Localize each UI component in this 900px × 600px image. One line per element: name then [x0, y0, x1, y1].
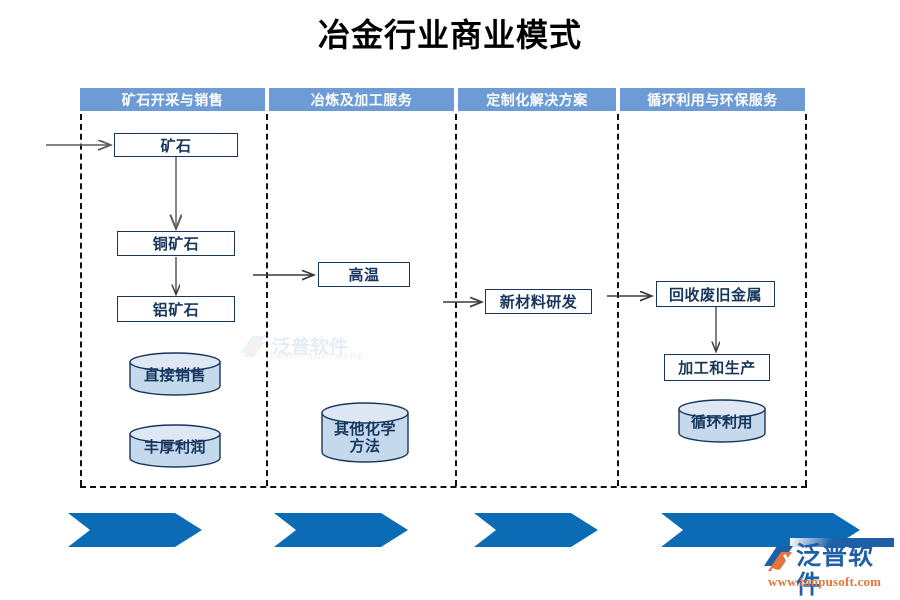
logo-swoosh-icon [764, 546, 793, 573]
node-new-material-rd[interactable]: 新材料研发 [485, 289, 592, 314]
node-other-chemical[interactable]: 其他化学方法 [320, 402, 410, 464]
center-watermark: 泛普软件 FANPU SOFTWARE [238, 326, 408, 368]
lane-header-3: 定制化解决方案 [458, 88, 616, 111]
lane-divider-right [805, 114, 807, 486]
watermark-subtext: FANPU SOFTWARE [270, 352, 365, 361]
node-aluminum-ore[interactable]: 铝矿石 [117, 296, 235, 322]
lane-divider-left [80, 114, 82, 486]
logo-name: 泛普软件 [796, 543, 875, 599]
chevron-3[interactable] [474, 513, 598, 547]
node-ore[interactable]: 矿石 [114, 133, 238, 157]
node-direct-sales[interactable]: 直接销售 [128, 352, 222, 396]
node-direct-sales-label: 直接销售 [143, 367, 206, 384]
logo-topbar-decoration [790, 538, 894, 547]
chevron-2[interactable] [274, 513, 408, 547]
lane-divider-1-2 [266, 114, 268, 486]
lane-header-2: 冶炼及加工服务 [269, 88, 454, 111]
lane-header-1: 矿石开采与销售 [80, 88, 265, 111]
brand-logo: 泛普软件 www.fanpusoft.com [762, 543, 894, 599]
lane-header-4: 循环利用与环保服务 [620, 88, 805, 111]
logo-url: www.fanpusoft.com [768, 574, 882, 589]
node-rich-profit-label: 丰厚利润 [143, 439, 206, 456]
watermark-swoosh-icon [240, 336, 266, 357]
node-recycling-reuse[interactable]: 循环利用 [677, 399, 767, 443]
node-high-temperature[interactable]: 高温 [318, 262, 410, 287]
lane-divider-3-4 [617, 114, 619, 486]
page-title: 冶金行业商业模式 [317, 17, 582, 53]
lane-divider-bottom [80, 486, 807, 488]
node-recycle-scrap-metal[interactable]: 回收废旧金属 [656, 281, 775, 307]
node-rich-profit[interactable]: 丰厚利润 [128, 424, 222, 468]
node-processing-production[interactable]: 加工和生产 [664, 354, 770, 381]
node-recycling-reuse-label: 循环利用 [690, 414, 753, 431]
node-copper-ore[interactable]: 铜矿石 [117, 231, 235, 256]
watermark-text: 泛普软件 [272, 336, 349, 358]
node-other-chemical-label: 其他化学方法 [333, 421, 396, 455]
chevron-1[interactable] [68, 513, 202, 547]
process-chevron-band [68, 513, 860, 547]
lane-divider-2-3 [455, 114, 457, 486]
